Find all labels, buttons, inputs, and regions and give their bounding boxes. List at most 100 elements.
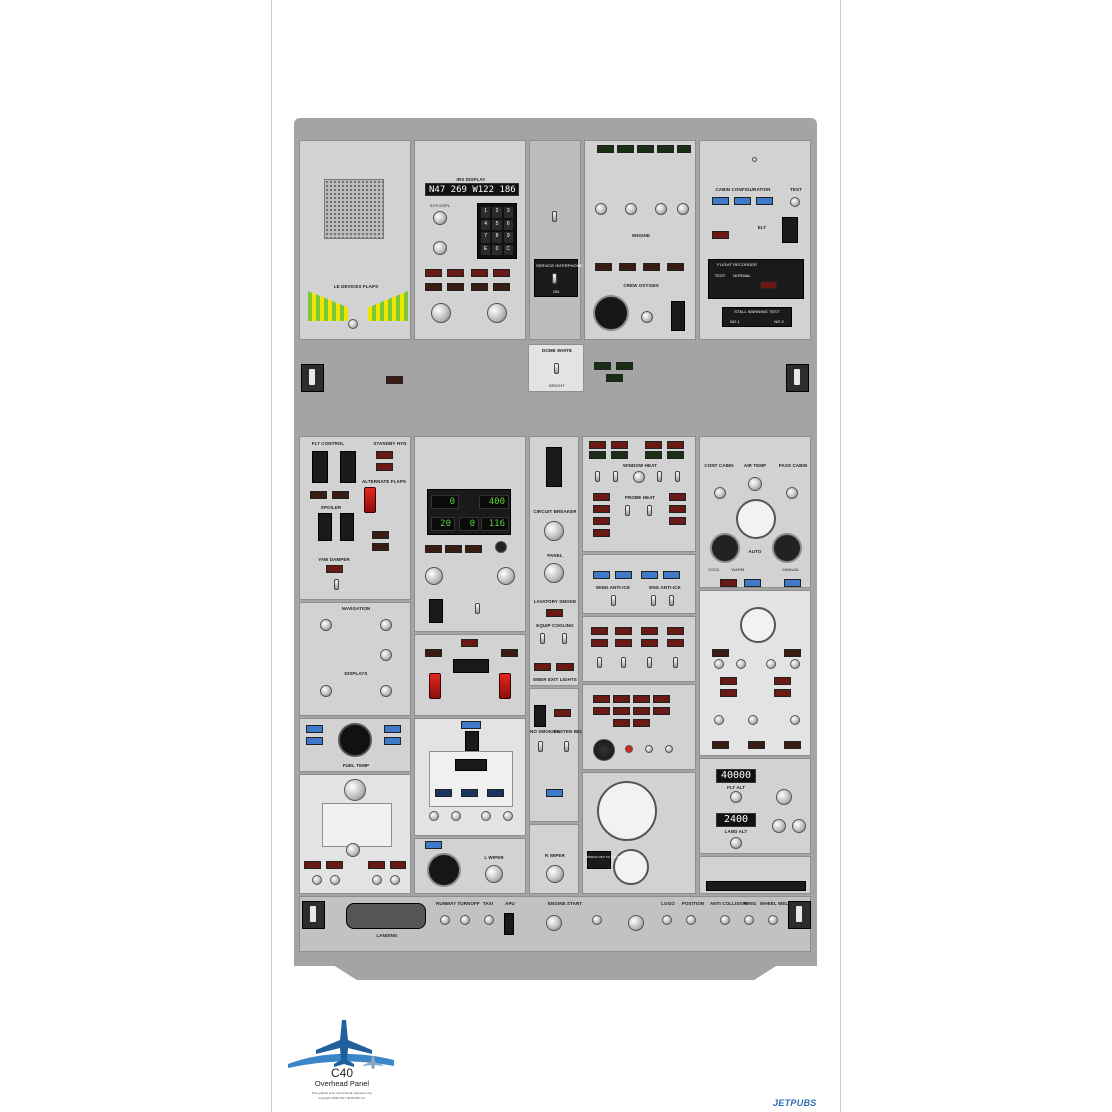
- probe-heat-switch-b[interactable]: [647, 505, 652, 516]
- r-wiper-knob[interactable]: [546, 865, 564, 883]
- irs-display-select-knob[interactable]: [433, 211, 447, 225]
- air-temp-source-knob[interactable]: [748, 477, 762, 491]
- elec-switch-1[interactable]: [312, 875, 322, 885]
- hyd-pump-switch-1[interactable]: [597, 657, 602, 668]
- no-smoking-switch[interactable]: [538, 741, 543, 752]
- irs-select-knob[interactable]: [380, 619, 392, 631]
- engine-knob-3[interactable]: [655, 203, 667, 215]
- fuel-right-button-1[interactable]: [384, 725, 401, 733]
- fire-test-switch[interactable]: [453, 659, 489, 673]
- right-fire-guard[interactable]: [499, 673, 511, 699]
- flt-alt-knob[interactable]: [730, 791, 742, 803]
- logo-switch[interactable]: [662, 915, 672, 925]
- cabin-config-button-2[interactable]: [734, 197, 751, 205]
- landing-light-switch-bank[interactable]: [346, 903, 426, 929]
- equip-cooling-supply-switch[interactable]: [540, 633, 545, 644]
- fuel-shutoff-switch[interactable]: [429, 599, 443, 623]
- electrical-meter-knob[interactable]: [344, 779, 366, 801]
- recirc-fan-knob[interactable]: [786, 487, 798, 499]
- dome-white-switch[interactable]: [554, 363, 559, 374]
- apu-switch[interactable]: [504, 913, 514, 935]
- hyd-pump-switch-3[interactable]: [647, 657, 652, 668]
- push-button-2[interactable]: [665, 745, 673, 753]
- engine-start-right-knob[interactable]: [628, 915, 644, 931]
- engine-start-left-knob[interactable]: [546, 915, 562, 931]
- fuel-qty-knob-left[interactable]: [425, 567, 443, 585]
- bleed-knob-4[interactable]: [790, 659, 800, 669]
- elec-switch-2[interactable]: [330, 875, 340, 885]
- key-7[interactable]: 7: [481, 232, 491, 243]
- push-button-1[interactable]: [645, 745, 653, 753]
- elec-switch-4[interactable]: [390, 875, 400, 885]
- bleed-center-button[interactable]: [461, 789, 478, 797]
- elec-switch-3[interactable]: [372, 875, 382, 885]
- key-4[interactable]: 4: [481, 219, 491, 230]
- panel-light-knob[interactable]: [544, 563, 564, 583]
- galley-power-knob[interactable]: [346, 843, 360, 857]
- key-5[interactable]: 5: [492, 219, 502, 230]
- pass-cabin-temp-knob[interactable]: [772, 533, 802, 563]
- bleed-left-button[interactable]: [435, 789, 452, 797]
- pack-switch-1[interactable]: [714, 715, 724, 725]
- key-6[interactable]: 6: [503, 219, 513, 230]
- pack-knob-1[interactable]: [429, 811, 439, 821]
- runway-turnoff-right-switch[interactable]: [460, 915, 470, 925]
- vhf-nav-knob[interactable]: [320, 619, 332, 631]
- alt-selector-knob[interactable]: [776, 789, 792, 805]
- crossfeed-switch[interactable]: [475, 603, 480, 614]
- pack-knob-3[interactable]: [481, 811, 491, 821]
- flight-control-a-switch[interactable]: [312, 451, 328, 483]
- pack-knob-4[interactable]: [503, 811, 513, 821]
- irs-right-mode-knob[interactable]: [487, 303, 507, 323]
- window-heat-test-knob[interactable]: [633, 471, 645, 483]
- engine-knob-1[interactable]: [595, 203, 607, 215]
- cont-cabin-temp-knob[interactable]: [710, 533, 740, 563]
- control-panel-knob[interactable]: [380, 685, 392, 697]
- emer-exit-switch[interactable]: [534, 705, 546, 727]
- anti-collision-switch[interactable]: [720, 915, 730, 925]
- window-heat-switch-4[interactable]: [675, 471, 680, 482]
- flight-control-b-switch[interactable]: [340, 451, 356, 483]
- fmc-select-knob[interactable]: [380, 649, 392, 661]
- fuel-left-button-2[interactable]: [306, 737, 323, 745]
- attend-call-button[interactable]: [546, 789, 563, 797]
- fuel-test-button[interactable]: [495, 541, 507, 553]
- key-0[interactable]: 0: [492, 244, 502, 255]
- bleed-knob-3[interactable]: [766, 659, 776, 669]
- fasten-belts-switch[interactable]: [564, 741, 569, 752]
- wing-anti-ice-switch[interactable]: [611, 595, 616, 606]
- circuit-breaker-knob[interactable]: [544, 521, 564, 541]
- service-interphone-switch[interactable]: [552, 273, 557, 284]
- key-1[interactable]: 1: [481, 207, 491, 218]
- center-toggle-switch[interactable]: [552, 211, 557, 222]
- position-switch[interactable]: [686, 915, 696, 925]
- window-heat-switch-2[interactable]: [613, 471, 618, 482]
- hyd-pump-switch-4[interactable]: [673, 657, 678, 668]
- pack-switch-3[interactable]: [790, 715, 800, 725]
- window-heat-switch-1[interactable]: [595, 471, 600, 482]
- key-3[interactable]: 3: [503, 207, 513, 218]
- bleed-right-button[interactable]: [487, 789, 504, 797]
- l-wiper-knob[interactable]: [485, 865, 503, 883]
- key-9[interactable]: 9: [503, 232, 513, 243]
- equip-cooling-exhaust-switch[interactable]: [562, 633, 567, 644]
- pack-knob-2[interactable]: [451, 811, 461, 821]
- oxygen-knob[interactable]: [641, 311, 653, 323]
- key-ent[interactable]: E: [481, 244, 491, 255]
- wiper-mode-button[interactable]: [425, 841, 442, 849]
- eng-anti-ice-switch-1[interactable]: [651, 595, 656, 606]
- spoiler-a-switch[interactable]: [318, 513, 332, 541]
- trim-air-knob[interactable]: [714, 487, 726, 499]
- key-clr[interactable]: C: [503, 244, 513, 255]
- pass-oxygen-switch[interactable]: [671, 301, 685, 331]
- key-8[interactable]: 8: [492, 232, 502, 243]
- hyd-pump-switch-2[interactable]: [621, 657, 626, 668]
- cabin-config-button-1[interactable]: [712, 197, 729, 205]
- wing-light-switch[interactable]: [744, 915, 754, 925]
- irs-left-mode-knob[interactable]: [431, 303, 451, 323]
- bleed-knob-1[interactable]: [714, 659, 724, 669]
- bleed-knob-2[interactable]: [736, 659, 746, 669]
- irs-system-knob[interactable]: [433, 241, 447, 255]
- pressure-mode-knob[interactable]: [772, 819, 786, 833]
